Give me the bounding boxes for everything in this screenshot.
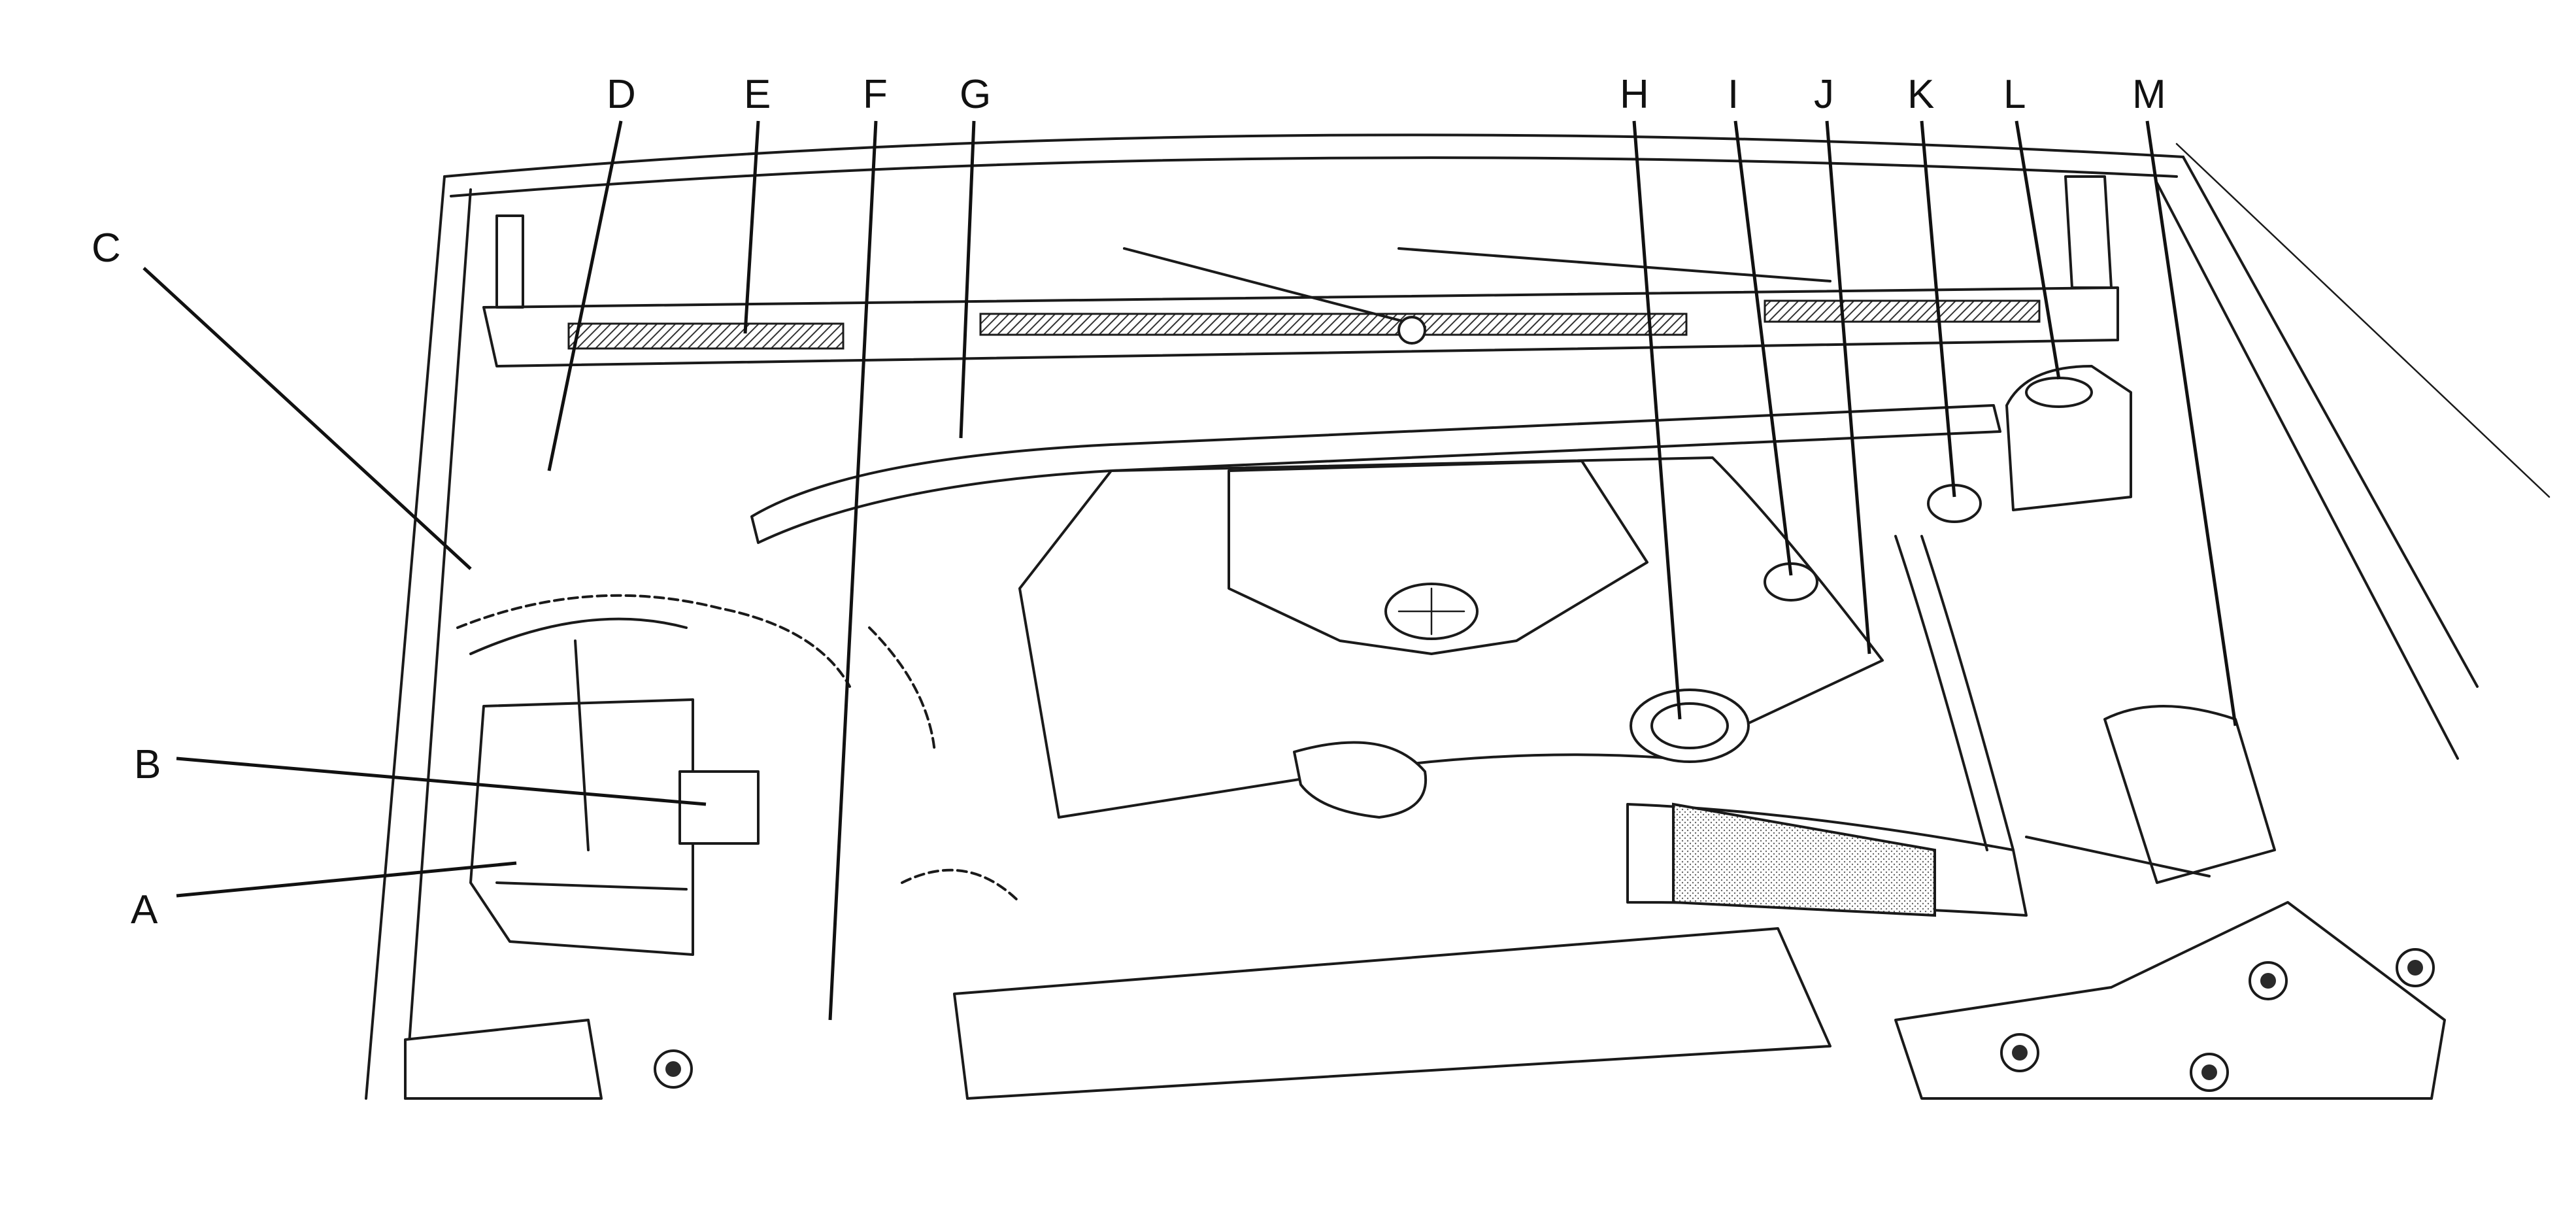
callout-a: A: [131, 887, 158, 932]
callout-l: L: [2003, 72, 2026, 117]
callout-f: F: [863, 72, 888, 117]
callout-g: G: [960, 72, 991, 117]
oil-fill-cap: [1630, 688, 1750, 763]
leader-k: [1920, 120, 1956, 498]
leader-f: [828, 120, 878, 1021]
washer-reservoir: [2025, 705, 2276, 884]
leader-i: [1733, 120, 1793, 576]
leader-g: [959, 120, 976, 439]
leader-d: [547, 120, 623, 471]
leader-l: [2015, 120, 2061, 380]
air-intake-duct: [1293, 741, 2028, 917]
callout-leaders: [142, 120, 2237, 1021]
engine-cover: [1018, 456, 1884, 819]
leader-e: [743, 120, 760, 334]
leader-c: [142, 267, 472, 570]
wiring-harness: [456, 594, 1021, 904]
hood-outline: [365, 133, 2551, 1100]
leader-m: [2145, 120, 2237, 726]
callout-c: C: [92, 226, 121, 271]
callout-labels: A B C D E F G H I J K L M: [92, 72, 2166, 932]
callout-b: B: [134, 742, 161, 787]
brake-fluid-reservoir: [1764, 484, 2015, 851]
coolant-reservoir: [2005, 365, 2132, 511]
callout-i: I: [1728, 72, 1739, 117]
strut-brace: [495, 175, 2113, 544]
cowl-panel: [482, 247, 2119, 367]
fuse-block: [469, 617, 760, 956]
fastener-bolts: [654, 948, 2435, 1092]
leader-j: [1825, 120, 1871, 654]
callout-j: J: [1814, 72, 1834, 117]
callout-m: M: [2132, 72, 2166, 117]
callout-h: H: [1620, 72, 1649, 117]
callout-k: K: [1907, 72, 1934, 117]
callout-d: D: [607, 72, 636, 117]
leader-b: [176, 756, 707, 806]
leader-h: [1632, 120, 1682, 720]
leader-a: [176, 861, 517, 898]
callout-e: E: [744, 72, 771, 117]
radiator-support: [404, 901, 2446, 1100]
